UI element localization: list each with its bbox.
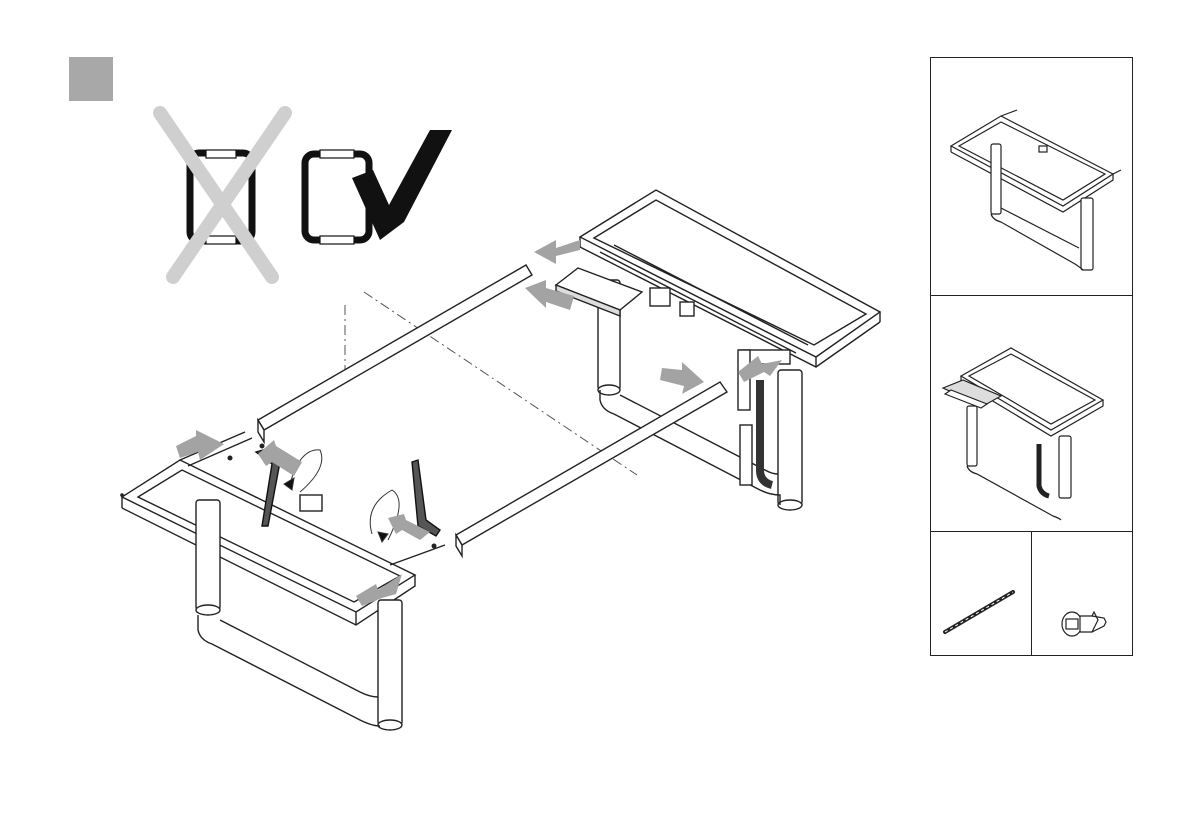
screw-icon [1032,532,1132,655]
wrong-orientation-hint [160,113,285,277]
arrow-icon [176,430,224,460]
assembly-guide-lines [345,292,637,475]
reference-view-with-controller [931,296,1132,532]
loose-side-rails [258,265,727,556]
reference-view-assembled-frame [931,58,1132,296]
arrow-icon [534,240,580,264]
arrow-icon [258,440,302,476]
assembled-frame-top-view [931,58,1132,296]
right-frame-clip-top [320,150,354,158]
right-orientation-hint [305,130,452,244]
rod-icon [931,532,1032,655]
arrow-icon [660,362,704,394]
part-screw-cell [1032,532,1132,655]
right-frame-clip-bottom [320,236,354,244]
part-rod-cell [931,532,1032,655]
cross-mark-icon [160,113,285,277]
reference-panel [930,57,1133,656]
wrong-frame-clip-top [206,150,236,158]
right-frame-outline [305,154,369,240]
assembled-frame-with-controller-view [931,296,1132,532]
wrong-frame-clip-bottom [206,236,236,244]
